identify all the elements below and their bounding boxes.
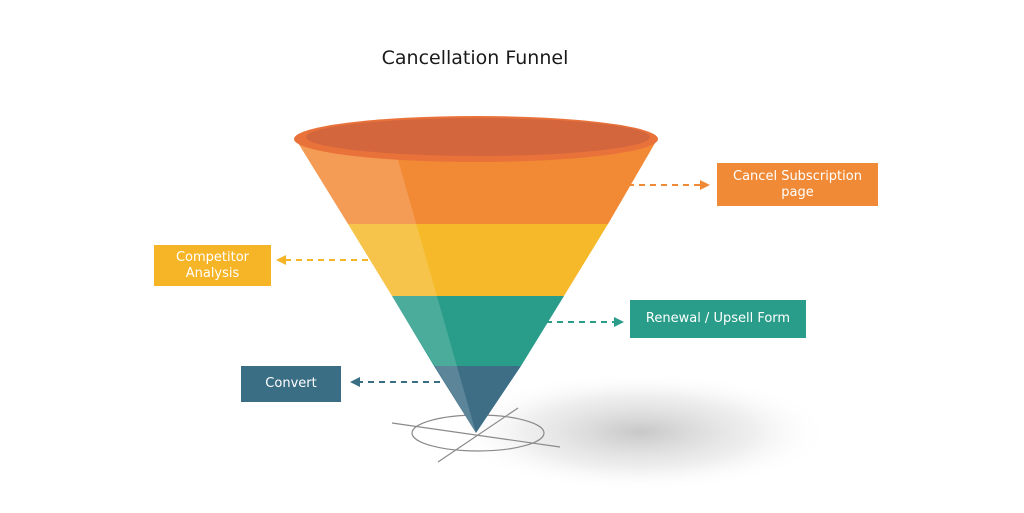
funnel-top-inner	[306, 118, 650, 156]
funnel-band-teal	[392, 296, 564, 366]
arrow-competitor	[276, 255, 368, 265]
stage-label-competitor-analysis: Competitor Analysis	[154, 245, 271, 286]
funnel-band-yellow	[348, 224, 608, 296]
funnel-band-orange	[295, 138, 658, 224]
arrow-cancel	[628, 180, 710, 190]
funnel-highlight	[295, 132, 476, 433]
stage-label-cancel-subscription: Cancel Subscription page	[717, 163, 878, 206]
stage-label-renewal-upsell: Renewal / Upsell Form	[630, 300, 806, 338]
arrow-convert	[350, 377, 440, 387]
diagram-title: Cancellation Funnel	[381, 47, 569, 69]
arrow-renewal	[546, 317, 624, 327]
funnel-band-blue	[434, 366, 521, 433]
stage-label-convert: Convert	[241, 366, 341, 402]
funnel-shadow	[450, 372, 830, 492]
